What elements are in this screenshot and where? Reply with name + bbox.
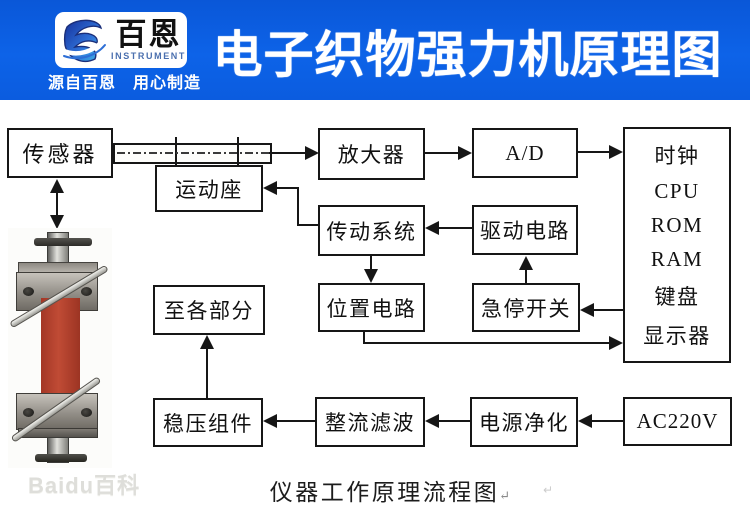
bolt-icon — [81, 287, 92, 296]
controller-item-keyboard: 键盘 — [654, 285, 700, 310]
brand-tagline: 源自百恩 用心制造 — [48, 75, 202, 92]
page-title: 电子织物强力机原理图 — [212, 27, 723, 83]
arrowhead-right-icon — [305, 146, 319, 160]
edge-rectifier-regulator — [276, 420, 315, 422]
node-sensor: 传感器 — [7, 128, 113, 178]
controller-item-display: 显示器 — [643, 324, 711, 349]
arrowhead-right-icon — [458, 146, 472, 160]
arrowhead-right-icon — [609, 145, 623, 159]
arrowhead-left-icon — [580, 303, 594, 317]
edge-position-controller-h — [363, 342, 611, 344]
clamp-bottom-handle — [35, 454, 87, 462]
brand-name: 百恩 — [115, 17, 182, 52]
bolt-icon — [23, 408, 34, 417]
node-drive-circuit: 驱动电路 — [472, 205, 578, 255]
node-ad-converter: A/D — [472, 128, 578, 178]
beam-tick — [175, 137, 177, 165]
edge-transmission-position — [370, 256, 372, 272]
edge-purifier-rectifier — [438, 420, 470, 422]
baidu-baike-watermark: Baidu百科 — [28, 473, 141, 498]
edge-sensor-clamp — [56, 186, 58, 222]
bolt-icon — [23, 287, 34, 296]
bolt-icon — [81, 408, 92, 417]
node-rectifier: 整流滤波 — [315, 397, 425, 447]
specimen-clamp-photo — [8, 228, 112, 468]
brand-subname: INSTRUMENT — [111, 51, 186, 61]
node-purifier: 电源净化 — [470, 397, 578, 447]
header-banner: 百恩 INSTRUMENT 源自百恩 用心制造 电子织物强力机原理图 — [0, 0, 750, 100]
edge-amplifier-ad — [425, 152, 460, 154]
node-position-circuit: 位置电路 — [318, 283, 425, 332]
arrowhead-left-icon — [263, 181, 277, 195]
arrowhead-up-icon — [200, 335, 214, 349]
brand-logo: 百恩 INSTRUMENT — [55, 12, 187, 68]
edge-ad-controller — [578, 151, 611, 153]
brand-text: 百恩 INSTRUMENT — [111, 19, 186, 61]
arrowhead-up-icon — [50, 179, 64, 193]
arrowhead-left-icon — [263, 414, 277, 428]
paragraph-mark: ↵ — [543, 483, 554, 497]
edge-beam-amplifier — [269, 152, 307, 154]
arrowhead-down-icon — [50, 215, 64, 229]
beam-tick — [237, 137, 239, 165]
edge-regulator-parts — [206, 348, 208, 398]
edge-transmission-seat-v — [297, 188, 299, 226]
node-amplifier: 放大器 — [318, 128, 425, 180]
node-to-all-parts: 至各部分 — [153, 285, 265, 335]
node-controller: 时钟 CPU ROM RAM 键盘 显示器 — [623, 127, 731, 363]
arrowhead-left-icon — [425, 221, 439, 235]
brand-swirl-icon — [59, 19, 109, 63]
caption-text: 仪器工作原理流程图 — [269, 480, 500, 505]
arrowhead-left-icon — [425, 414, 439, 428]
edge-controller-estop — [592, 309, 623, 311]
node-ac-power: AC220V — [623, 397, 732, 446]
node-regulator: 稳压组件 — [153, 398, 263, 447]
arrowhead-left-icon — [578, 414, 592, 428]
node-moving-seat: 运动座 — [155, 165, 263, 212]
node-transmission: 传动系统 — [318, 205, 425, 256]
paragraph-mark: ↵ — [499, 488, 511, 503]
beam-centerline — [117, 152, 269, 154]
diagram-caption: 仪器工作原理流程图↵ — [225, 473, 555, 507]
arrowhead-down-icon — [364, 269, 378, 283]
arrowhead-right-icon — [609, 336, 623, 350]
edge-transmission-seat-h2 — [276, 187, 299, 189]
edge-transmission-seat-h1 — [297, 224, 318, 226]
controller-item-ram: RAM — [650, 247, 704, 272]
fabric-specimen — [41, 298, 80, 399]
clamp-top-shaft — [47, 232, 69, 264]
edge-position-controller-v — [363, 332, 365, 344]
controller-item-cpu: CPU — [654, 178, 700, 203]
edge-drive-transmission — [437, 227, 472, 229]
controller-item-rom: ROM — [650, 212, 704, 237]
edge-estop-drive — [525, 268, 527, 284]
node-estop-switch: 急停开关 — [472, 283, 580, 332]
arrowhead-up-icon — [519, 256, 533, 270]
edge-ac-purifier — [591, 420, 623, 422]
controller-item-clock: 时钟 — [654, 143, 700, 168]
clamp-top-handle — [34, 238, 92, 246]
